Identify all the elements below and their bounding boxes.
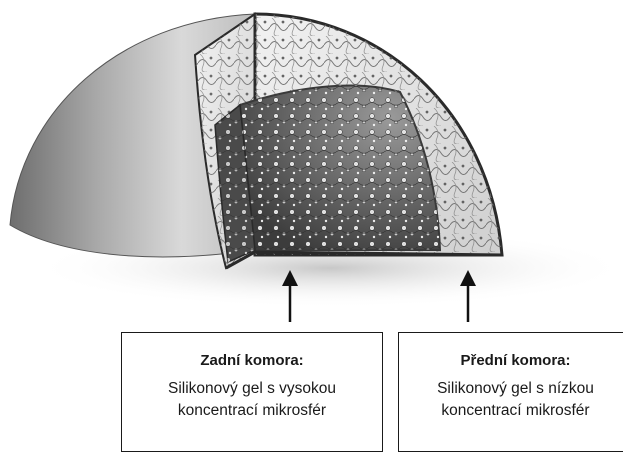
- front-chamber-label-box: Přední komora: Silikonový gel s nízkou k…: [398, 332, 623, 452]
- rear-chamber-label-box: Zadní komora: Silikonový gel s vysokou k…: [121, 332, 383, 452]
- front-chamber-desc-line1: Silikonový gel s nízkou: [399, 378, 623, 400]
- front-chamber-title: Přední komora:: [399, 352, 623, 370]
- front-chamber-desc-line2: koncentrací mikrosfér: [399, 400, 623, 422]
- rear-chamber-description: Silikonový gel s vysokou koncentrací mik…: [122, 378, 382, 422]
- rear-chamber-desc-line1: Silikonový gel s vysokou: [122, 378, 382, 400]
- rear-chamber-desc-line2: koncentrací mikrosfér: [122, 400, 382, 422]
- front-chamber-description: Silikonový gel s nízkou koncentrací mikr…: [399, 378, 623, 422]
- rear-chamber-title: Zadní komora:: [122, 352, 382, 370]
